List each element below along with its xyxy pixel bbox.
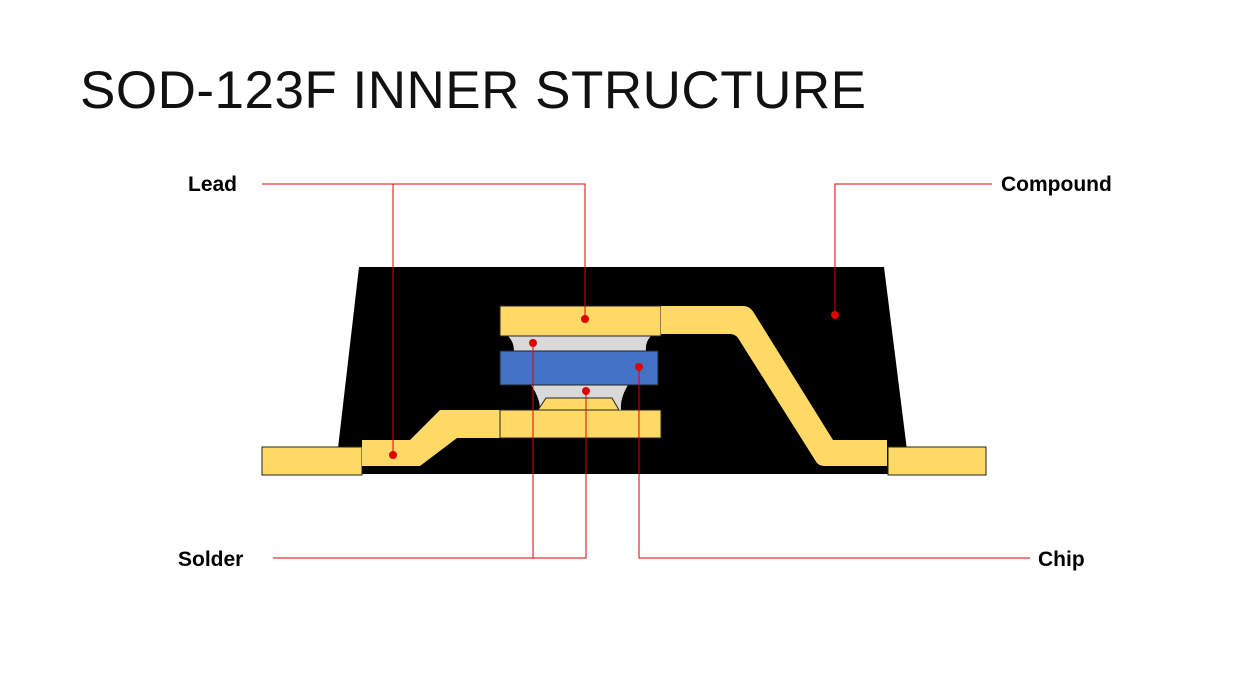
solder-label: Solder	[178, 548, 243, 571]
solder-marker-dot	[582, 387, 590, 395]
lower-solder-bump	[537, 397, 620, 411]
left-lead-strip	[362, 410, 500, 466]
bottom-lead-pad	[499, 409, 662, 439]
chip-die	[499, 350, 659, 386]
lead-callout-line	[262, 183, 586, 319]
lead-label: Lead	[188, 173, 237, 196]
right-lead-external	[887, 446, 987, 476]
compound-marker-dot	[831, 311, 839, 319]
solder-callout-line	[273, 391, 587, 559]
chip-label: Chip	[1038, 548, 1085, 571]
chip-marker-dot	[635, 363, 643, 371]
solder-marker-dot	[529, 339, 537, 347]
upper-solder	[508, 336, 651, 351]
left-lead-external	[261, 446, 363, 476]
top-lead-pad	[499, 305, 662, 337]
lead-marker-dot	[389, 451, 397, 459]
lead-marker-dot	[581, 315, 589, 323]
compound-callout-line	[834, 183, 992, 315]
chip-callout-line	[638, 367, 1030, 559]
compound-label: Compound	[1001, 173, 1112, 196]
page-title: SOD-123F INNER STRUCTURE	[80, 61, 867, 120]
right-lead-strip	[661, 306, 887, 466]
